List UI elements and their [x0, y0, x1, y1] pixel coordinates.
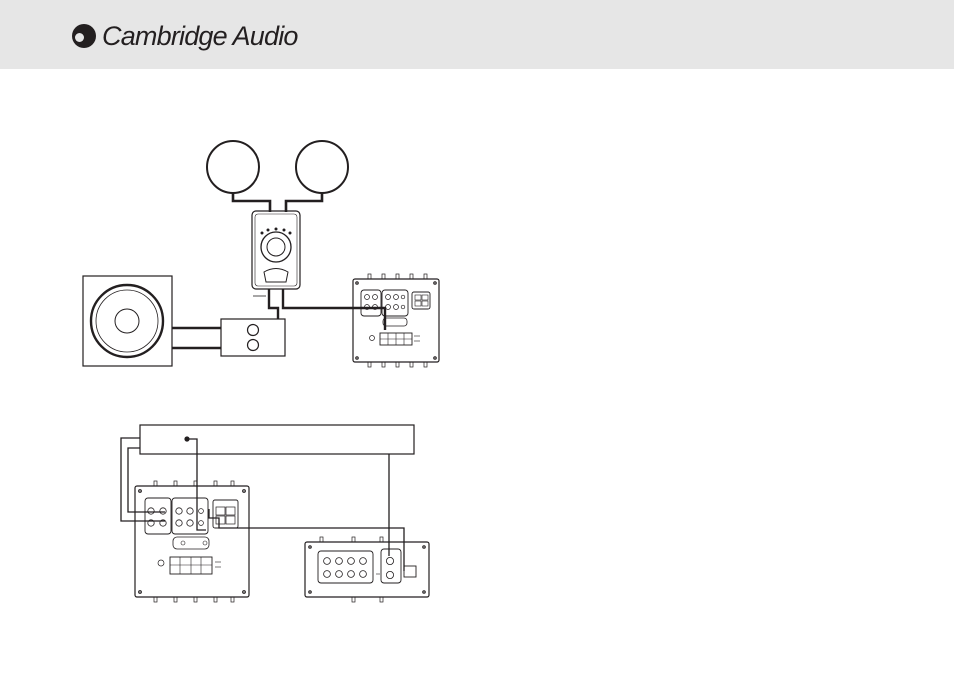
speaker-left: [207, 141, 259, 193]
receiver-unit-top: [353, 274, 439, 367]
subwoofer-terminal-block: [221, 319, 285, 356]
control-pod: [252, 211, 300, 289]
source-unit: [305, 537, 429, 602]
speaker-right: [296, 141, 348, 193]
subwoofer: [83, 276, 172, 366]
subwoofer-wires: [172, 328, 221, 348]
speaker-wires: [233, 193, 322, 212]
receiver-unit-bottom: [135, 481, 249, 602]
main-unit-bar: [140, 425, 414, 454]
